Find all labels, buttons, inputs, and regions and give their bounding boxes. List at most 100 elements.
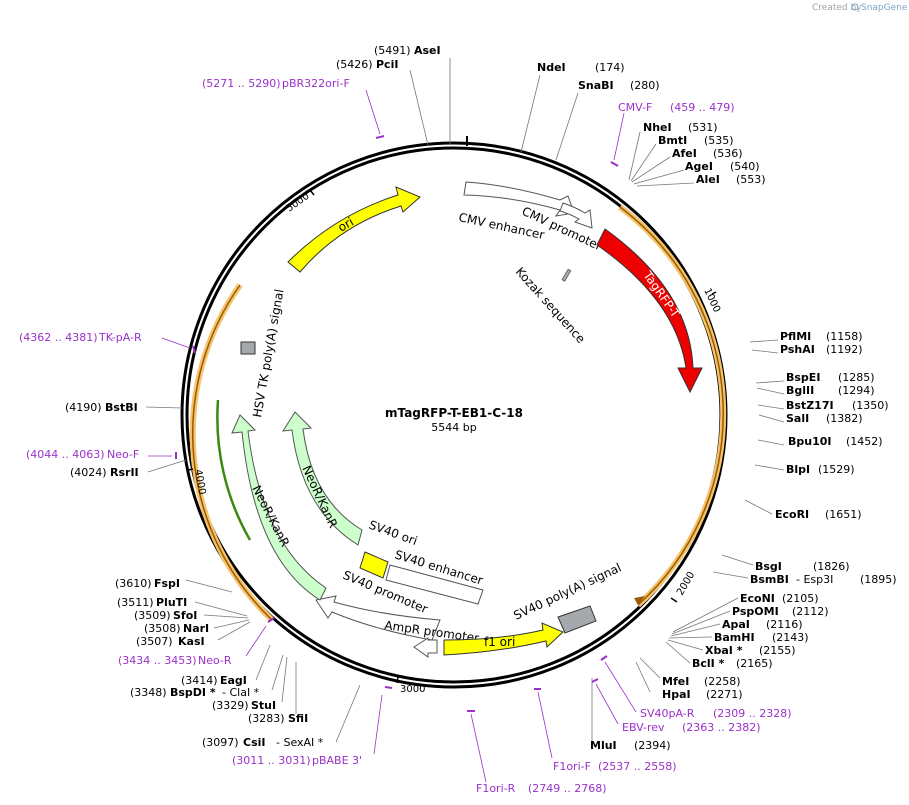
svg-text:(553): (553) <box>736 173 766 186</box>
svg-text:TK-pA-R: TK-pA-R <box>98 331 142 344</box>
svg-text:(1895): (1895) <box>860 573 897 586</box>
svg-text:(1294): (1294) <box>838 384 875 397</box>
svg-text:pBR322ori-F: pBR322ori-F <box>282 77 350 90</box>
svg-text:AfeI: AfeI <box>672 147 697 160</box>
svg-text:(2394): (2394) <box>634 739 671 752</box>
svg-text:(1350): (1350) <box>852 399 889 412</box>
svg-text:(174): (174) <box>595 61 625 74</box>
neor-outer-arrow <box>231 414 327 601</box>
svg-text:EagI: EagI <box>220 674 247 687</box>
svg-text:NheI: NheI <box>643 121 672 134</box>
svg-text:(4044 .. 4063): (4044 .. 4063) <box>26 448 105 461</box>
sv40-ori-label: SV40 ori <box>367 518 419 548</box>
ori-arrow <box>287 186 421 273</box>
svg-text:(2105): (2105) <box>782 592 819 605</box>
cmv-enhancer-arrow <box>463 181 575 217</box>
neor-inner-label: NeoR/KanR <box>299 463 340 530</box>
hsv-tk-box <box>240 341 256 355</box>
cmv-promoter-arrow <box>559 202 593 229</box>
svg-text:BlpI: BlpI <box>786 463 810 476</box>
svg-text:F1ori-F: F1ori-F <box>553 760 591 773</box>
green-feature-arc <box>216 399 252 541</box>
svg-text:BstBI: BstBI <box>105 401 138 414</box>
svg-text:pBABE 3': pBABE 3' <box>312 754 362 767</box>
sv40-ori-box <box>359 551 389 579</box>
svg-text:(5426): (5426) <box>336 58 373 71</box>
svg-text:(2363 .. 2382): (2363 .. 2382) <box>682 721 761 734</box>
neor-region-arc <box>189 283 275 623</box>
svg-text:PshAI: PshAI <box>780 343 815 356</box>
svg-text:(1529): (1529) <box>818 463 855 476</box>
svg-text:(1382): (1382) <box>826 412 863 425</box>
svg-text:(2112): (2112) <box>792 605 829 618</box>
sv40-promoter-arrow <box>315 595 441 641</box>
svg-text:FspI: FspI <box>154 577 180 590</box>
svg-text:(2143): (2143) <box>772 631 809 644</box>
svg-text:(3329): (3329) <box>212 699 249 712</box>
svg-text:3000: 3000 <box>400 684 425 695</box>
svg-text:(3011 .. 3031): (3011 .. 3031) <box>232 754 311 767</box>
ori-label: ori <box>336 215 357 235</box>
svg-text:SfoI: SfoI <box>173 609 197 622</box>
svg-text:(3434 .. 3453): (3434 .. 3453) <box>118 654 197 667</box>
svg-text:(2749 .. 2768): (2749 .. 2768) <box>528 782 607 795</box>
svg-text:Neo-F: Neo-F <box>107 448 139 461</box>
svg-text:(1192): (1192) <box>826 343 863 356</box>
svg-text:MfeI: MfeI <box>662 675 689 688</box>
svg-text:(3283): (3283) <box>248 712 285 725</box>
svg-text:CMV-F: CMV-F <box>618 101 652 114</box>
svg-text:(1651): (1651) <box>825 508 862 521</box>
svg-text:- SexAI *: - SexAI * <box>276 736 324 749</box>
tagrfp-label: TagRFP-T <box>640 268 683 321</box>
svg-text:(531): (531) <box>688 121 718 134</box>
svg-text:(3511): (3511) <box>117 596 154 609</box>
credit-text: Created by <box>812 3 862 13</box>
svg-text:(536): (536) <box>713 147 743 160</box>
svg-text:(2155): (2155) <box>759 644 796 657</box>
svg-text:PflMI: PflMI <box>780 330 811 343</box>
svg-text:AgeI: AgeI <box>685 160 713 173</box>
sv40-polya-box <box>557 605 597 634</box>
svg-text:(1285): (1285) <box>838 371 875 384</box>
svg-text:(1158): (1158) <box>826 330 863 343</box>
svg-text:(3348): (3348) <box>130 686 167 699</box>
svg-text:(2271): (2271) <box>706 688 743 701</box>
svg-text:(2309 .. 2328): (2309 .. 2328) <box>713 707 792 720</box>
svg-text:(1826): (1826) <box>813 560 850 573</box>
svg-text:SalI: SalI <box>786 412 809 425</box>
hsv-tk-label: HSV TK poly(A) signal <box>250 288 286 418</box>
svg-text:SfiI: SfiI <box>288 712 308 725</box>
neor-inner-arrow <box>282 411 363 546</box>
tick-3000: 3000 <box>396 676 425 695</box>
svg-text:BstZ17I: BstZ17I <box>786 399 834 412</box>
svg-text:(2537 .. 2558): (2537 .. 2558) <box>598 760 677 773</box>
svg-text:- ClaI *: - ClaI * <box>222 686 260 699</box>
snapgene-logo-icon <box>851 3 859 11</box>
primer-labels: (5271 .. 5290) pBR322ori-F CMV-F (459 ..… <box>19 77 792 795</box>
svg-text:EBV-rev: EBV-rev <box>622 721 665 734</box>
svg-text:AleI: AleI <box>696 173 720 186</box>
svg-text:StuI: StuI <box>251 699 276 712</box>
svg-text:(459 .. 479): (459 .. 479) <box>670 101 735 114</box>
tick-4000: 4000 <box>187 468 207 496</box>
tick-5000: 5000 <box>284 189 315 215</box>
svg-text:(4190): (4190) <box>65 401 102 414</box>
svg-text:Neo-R: Neo-R <box>198 654 232 667</box>
f1-ori-arrow <box>443 622 564 656</box>
svg-text:EcoRI: EcoRI <box>775 508 809 521</box>
svg-text:NarI: NarI <box>183 622 209 635</box>
svg-text:(2165): (2165) <box>736 657 773 670</box>
svg-text:(3610): (3610) <box>115 577 152 590</box>
svg-text:PluTI: PluTI <box>156 596 187 609</box>
svg-text:MluI: MluI <box>590 739 617 752</box>
svg-text:(3097): (3097) <box>202 736 239 749</box>
svg-text:(2116): (2116) <box>766 618 803 631</box>
svg-text:(1452): (1452) <box>846 435 883 448</box>
svg-text:5000: 5000 <box>284 191 311 215</box>
site-labels: (5491) AseI (5426) PciI NdeI (174) SnaBI… <box>65 44 897 752</box>
svg-text:SV40pA-R: SV40pA-R <box>640 707 695 720</box>
svg-text:NdeI: NdeI <box>537 61 566 74</box>
svg-text:BmtI: BmtI <box>658 134 687 147</box>
svg-text:BsmBI: BsmBI <box>750 573 789 586</box>
